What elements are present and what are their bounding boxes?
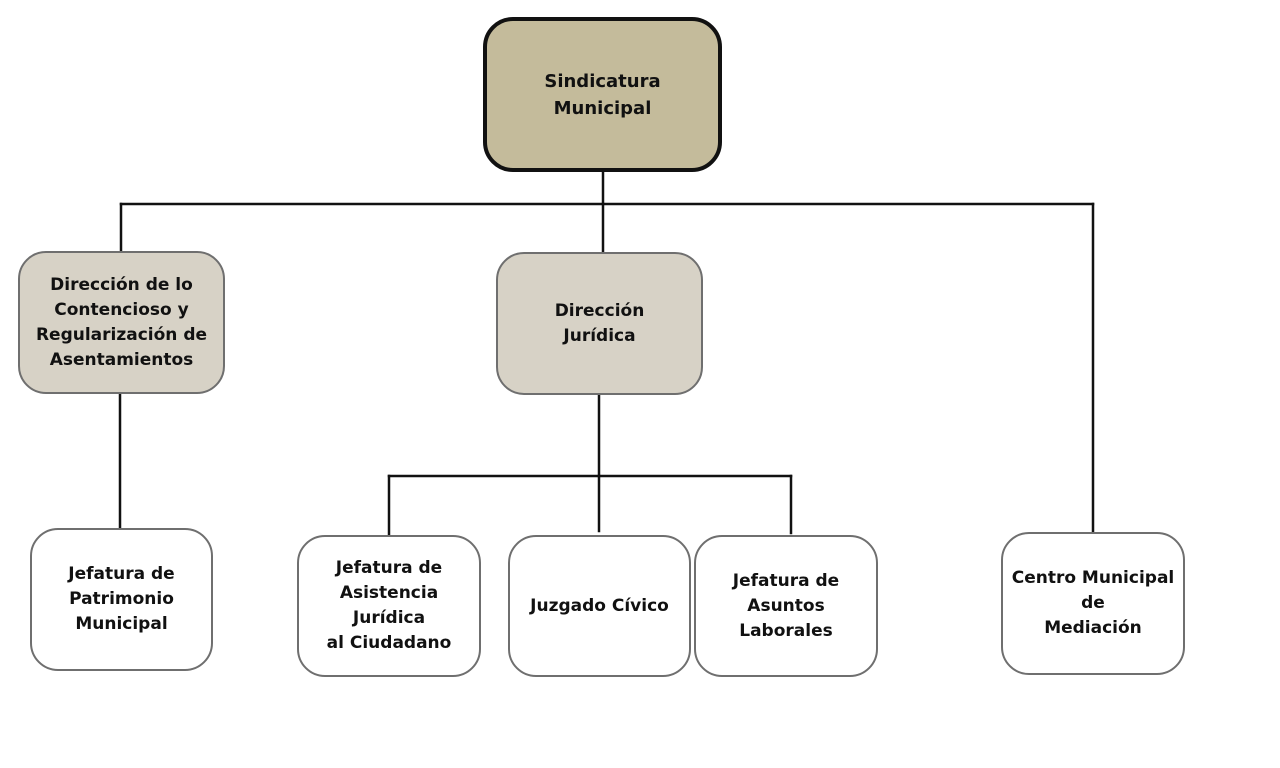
node-jefatura-patrimonio: Jefatura de Patrimonio Municipal	[30, 528, 213, 671]
node-centro-municipal-mediacion: Centro Municipal de Mediación	[1001, 532, 1185, 675]
node-jefatura-asuntos-laborales: Jefatura de Asuntos Laborales	[694, 535, 878, 677]
node-direccion-juridica: Dirección Jurídica	[496, 252, 703, 395]
node-sindicatura-municipal: Sindicatura Municipal	[483, 17, 722, 172]
node-juzgado-civico: Juzgado Cívico	[508, 535, 691, 677]
node-direccion-contencioso: Dirección de lo Contencioso y Regulariza…	[18, 251, 225, 394]
node-jefatura-asistencia-juridica: Jefatura de Asistencia Jurídica al Ciuda…	[297, 535, 481, 677]
